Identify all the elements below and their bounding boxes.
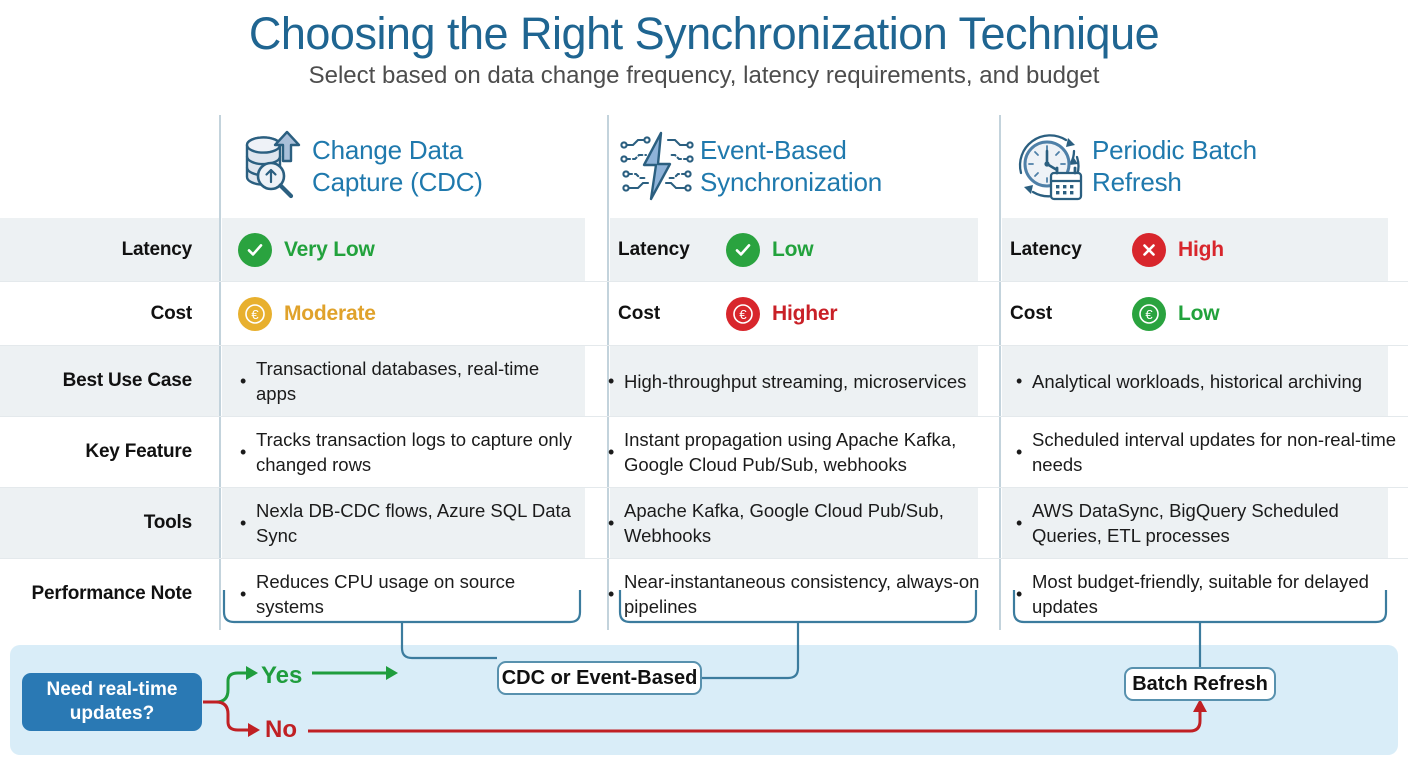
table-row-best-use-case: Best Use Case •Transactional databases, … xyxy=(0,346,1408,416)
column-title-line1: Event-Based xyxy=(700,135,847,165)
svg-text:€: € xyxy=(739,307,747,322)
column-title-line1: Periodic Batch xyxy=(1092,135,1257,165)
column-separator xyxy=(219,115,221,630)
column-title-line2: Synchronization xyxy=(700,167,882,197)
row-label: Performance Note xyxy=(31,583,193,604)
cost-value-cdc: € Moderate xyxy=(238,282,376,345)
decision-line2: updates? xyxy=(69,703,155,724)
svg-text:€: € xyxy=(251,307,259,322)
column-title-line1: Change Data xyxy=(312,135,464,165)
status-text: Higher xyxy=(772,301,838,325)
svg-text:€: € xyxy=(1145,307,1153,322)
bullet-item: •Apache Kafka, Google Cloud Pub/Sub, Web… xyxy=(608,488,980,558)
cost-value-event: € Higher xyxy=(726,282,838,345)
bullet-text: Nexla DB-CDC flows, Azure SQL Data Sync xyxy=(256,500,571,546)
latency-value-event: Low xyxy=(726,218,814,281)
table-row-cost: Cost € Moderate Cost € Higher Cost € Low xyxy=(0,282,1408,345)
sub-label-latency-batch: Latency xyxy=(1010,238,1082,260)
bullet-text: Apache Kafka, Google Cloud Pub/Sub, Webh… xyxy=(624,500,944,546)
status-text: Low xyxy=(772,237,814,261)
row-label: Tools xyxy=(143,512,192,533)
euro-coin-icon: € xyxy=(1132,296,1166,331)
branch-label-yes: Yes xyxy=(261,662,303,689)
bullet-text: Scheduled interval updates for non-real-… xyxy=(1032,429,1397,475)
bullet-text: Near-instantaneous consistency, always-o… xyxy=(624,571,980,617)
status-text: Low xyxy=(1178,301,1220,325)
bullet-item: •Scheduled interval updates for non-real… xyxy=(1016,429,1397,475)
bullet-item: •AWS DataSync, BigQuery Scheduled Querie… xyxy=(1016,488,1398,558)
branch-label-no: No xyxy=(265,716,297,743)
column-title: Change Data Capture (CDC) xyxy=(312,134,483,198)
cost-value-batch: € Low xyxy=(1132,282,1220,345)
check-circle-icon xyxy=(726,232,760,267)
outcome-batch-refresh[interactable]: Batch Refresh xyxy=(1124,667,1276,701)
column-title-line2: Refresh xyxy=(1092,167,1182,197)
bullet-item: •Analytical workloads, historical archiv… xyxy=(1016,370,1363,392)
clock-calendar-icon xyxy=(1006,129,1092,203)
outcome-cdc-or-event[interactable]: CDC or Event-Based xyxy=(497,661,702,695)
check-circle-icon xyxy=(238,232,272,267)
bullet-item: •High-throughput streaming, microservice… xyxy=(608,370,967,392)
x-circle-icon xyxy=(1132,232,1166,267)
euro-coin-icon: € xyxy=(726,296,760,331)
bullet-item: •Reduces CPU usage on source systems xyxy=(240,559,580,629)
sub-label-latency-event: Latency xyxy=(618,238,690,260)
bullet-text: Transactional databases, real-time apps xyxy=(256,358,540,404)
bullet-text: Most budget-friendly, suitable for delay… xyxy=(1032,571,1369,617)
table-row-tools: Tools •Nexla DB-CDC flows, Azure SQL Dat… xyxy=(0,488,1408,558)
euro-coin-icon: € xyxy=(238,296,272,331)
sub-label-cost-batch: Cost xyxy=(1010,302,1053,324)
table-row-key-feature: Key Feature •Tracks transaction logs to … xyxy=(0,417,1408,487)
bullet-text: AWS DataSync, BigQuery Scheduled Queries… xyxy=(1032,500,1339,546)
row-label: Latency xyxy=(121,238,193,260)
comparison-table: Change Data Capture (CDC) xyxy=(0,110,1408,630)
bullet-item: •Tracks transaction logs to capture only… xyxy=(240,417,580,487)
page-subtitle: Select based on data change frequency, l… xyxy=(308,62,1100,89)
sub-label-cost-event: Cost xyxy=(618,302,661,324)
latency-value-batch: High xyxy=(1132,218,1224,281)
row-label: Best Use Case xyxy=(62,370,193,391)
column-separator xyxy=(999,115,1001,630)
column-title: Event-Based Synchronization xyxy=(700,134,882,198)
row-label: Key Feature xyxy=(85,441,192,462)
page-title: Choosing the Right Synchronization Techn… xyxy=(248,8,1160,59)
decision-node-realtime[interactable]: Need real-time updates? xyxy=(22,673,202,731)
latency-value-cdc: Very Low xyxy=(238,218,375,281)
column-separator xyxy=(607,115,609,630)
status-text: Very Low xyxy=(284,237,375,261)
database-search-icon xyxy=(226,129,312,203)
column-title-line2: Capture (CDC) xyxy=(312,167,483,197)
column-header-event: Event-Based Synchronization xyxy=(614,118,984,214)
bullet-text: Reduces CPU usage on source systems xyxy=(256,571,516,617)
column-header-cdc: Change Data Capture (CDC) xyxy=(226,118,586,214)
decision-line1: Need real-time xyxy=(46,679,178,700)
bullet-item: •Transactional databases, real-time apps xyxy=(240,346,580,416)
status-text: High xyxy=(1178,237,1224,261)
status-text: Moderate xyxy=(284,301,376,325)
lightning-circuit-icon xyxy=(614,129,700,203)
bullet-text: Tracks transaction logs to capture only … xyxy=(256,429,573,475)
bullet-item: •Nexla DB-CDC flows, Azure SQL Data Sync xyxy=(240,488,580,558)
bullet-text: Instant propagation using Apache Kafka, … xyxy=(624,429,957,475)
table-row-performance-note: Performance Note •Reduces CPU usage on s… xyxy=(0,559,1408,629)
column-title: Periodic Batch Refresh xyxy=(1092,134,1257,198)
bullet-text: Analytical workloads, historical archivi… xyxy=(1032,370,1363,392)
bullet-item: •Most budget-friendly, suitable for dela… xyxy=(1016,559,1398,629)
row-label: Cost xyxy=(150,302,193,324)
bullet-item: •Near-instantaneous consistency, always-… xyxy=(608,571,980,617)
bullet-text: High-throughput streaming, microservices xyxy=(624,370,967,392)
bullet-item: •Instant propagation using Apache Kafka,… xyxy=(608,417,980,487)
table-row-latency: Latency Very Low Latency Low Latency Hig… xyxy=(0,218,1408,281)
column-header-batch: Periodic Batch Refresh xyxy=(1006,118,1396,214)
